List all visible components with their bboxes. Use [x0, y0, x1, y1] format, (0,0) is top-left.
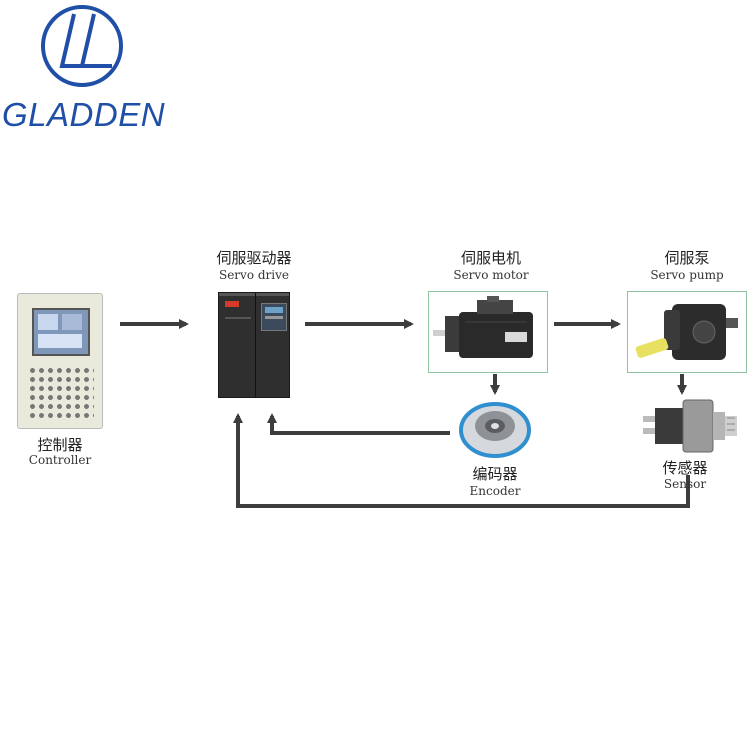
gladden-logo-icon	[41, 5, 123, 87]
servo-pump-image	[635, 304, 738, 360]
sensor-label-en: Sensor	[663, 477, 707, 491]
servo-motor-image	[433, 296, 533, 358]
servo-drive-device	[218, 292, 290, 398]
servo-drive-label-en: Servo drive	[218, 268, 289, 282]
controller-label-en: Controller	[28, 453, 92, 467]
drive-display	[261, 303, 287, 331]
drive-badge	[225, 301, 239, 307]
encoder-image	[459, 402, 531, 458]
encoder-label-cn: 编码器	[472, 465, 518, 483]
sensor-image	[643, 399, 737, 453]
servo-motor-frame	[428, 291, 548, 373]
controller-label-cn: 控制器	[37, 436, 83, 454]
servo-pump-frame	[627, 291, 747, 373]
servo-pump-label-cn: 伺服泵	[664, 249, 710, 267]
servo-drive-label-cn: 伺服驱动器	[216, 249, 292, 267]
encoder-label-en: Encoder	[469, 484, 521, 498]
controller-device	[17, 293, 103, 429]
arrow-sensor-feedback	[233, 413, 690, 508]
servo-motor-label-cn: 伺服电机	[460, 249, 521, 267]
servo-pump-label-en: Servo pump	[650, 268, 724, 282]
controller-screen	[32, 308, 90, 356]
sensor-label-cn: 传感器	[662, 459, 708, 477]
servo-motor-label-en: Servo motor	[453, 268, 529, 282]
controller-keypad	[28, 366, 94, 420]
brand-name: GLADDEN	[2, 96, 166, 133]
arrow-encoder-feedback	[267, 413, 450, 435]
